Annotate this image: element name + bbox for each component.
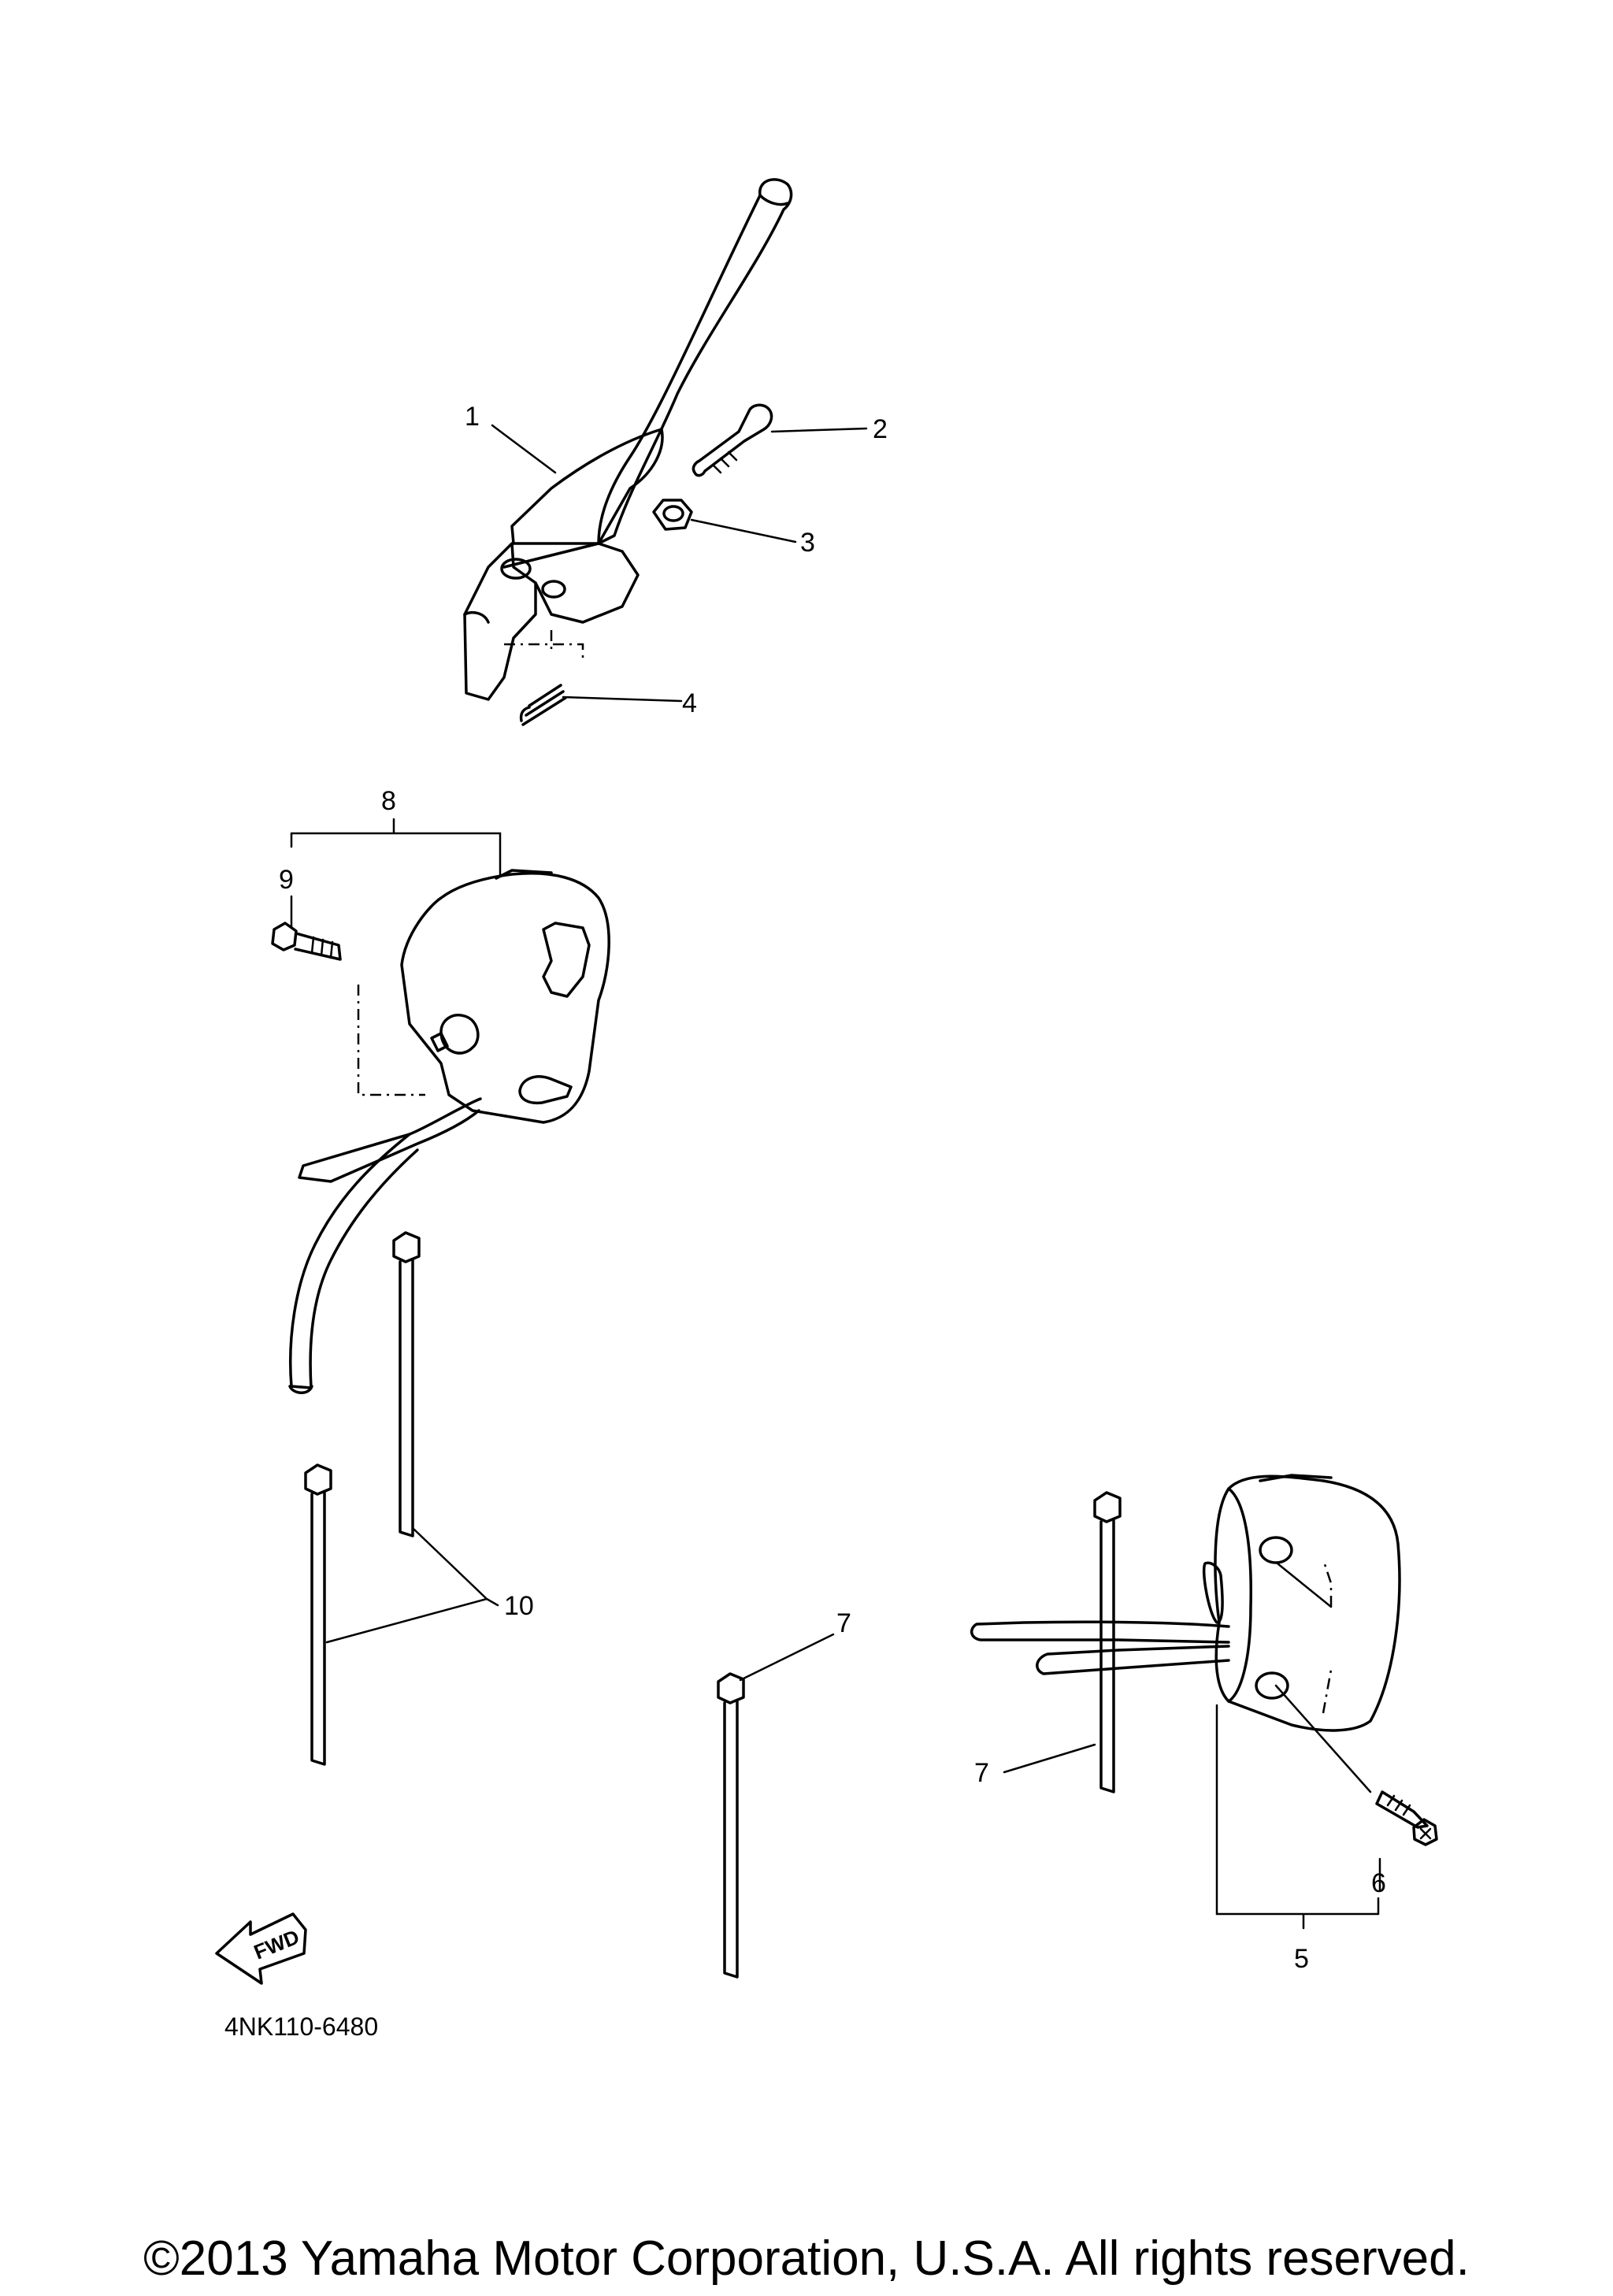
callout-10: 10: [504, 1591, 534, 1621]
right-switch-part: [970, 1474, 1438, 1846]
callout-7-right: 7: [974, 1758, 989, 1788]
callout-4: 4: [682, 688, 697, 718]
callout-2: 2: [873, 414, 888, 444]
lever-part: [463, 178, 793, 701]
copyright-notice: ©2013 Yamaha Motor Corporation, U.S.A. A…: [143, 2231, 1470, 2286]
cable-tie-part: [304, 1231, 421, 1766]
left-switch-part: [288, 869, 610, 1394]
spring-part: [504, 630, 584, 726]
nut-part: [652, 499, 693, 531]
drawing-code: 4NK110-6480: [224, 2012, 378, 2041]
callout-9: 9: [279, 865, 294, 895]
callout-8: 8: [381, 786, 396, 816]
callout-5: 5: [1294, 1944, 1309, 1974]
fwd-arrow-icon: FWD: [215, 1912, 307, 1985]
callout-6: 6: [1371, 1868, 1386, 1898]
screw-part: [271, 922, 342, 961]
cable-tie-part: [717, 1672, 745, 1979]
bolt-part: [692, 403, 773, 477]
callout-1: 1: [465, 402, 480, 432]
leader-lines: [290, 424, 1381, 1930]
callout-7-center: 7: [836, 1608, 851, 1638]
callout-3: 3: [800, 528, 815, 558]
